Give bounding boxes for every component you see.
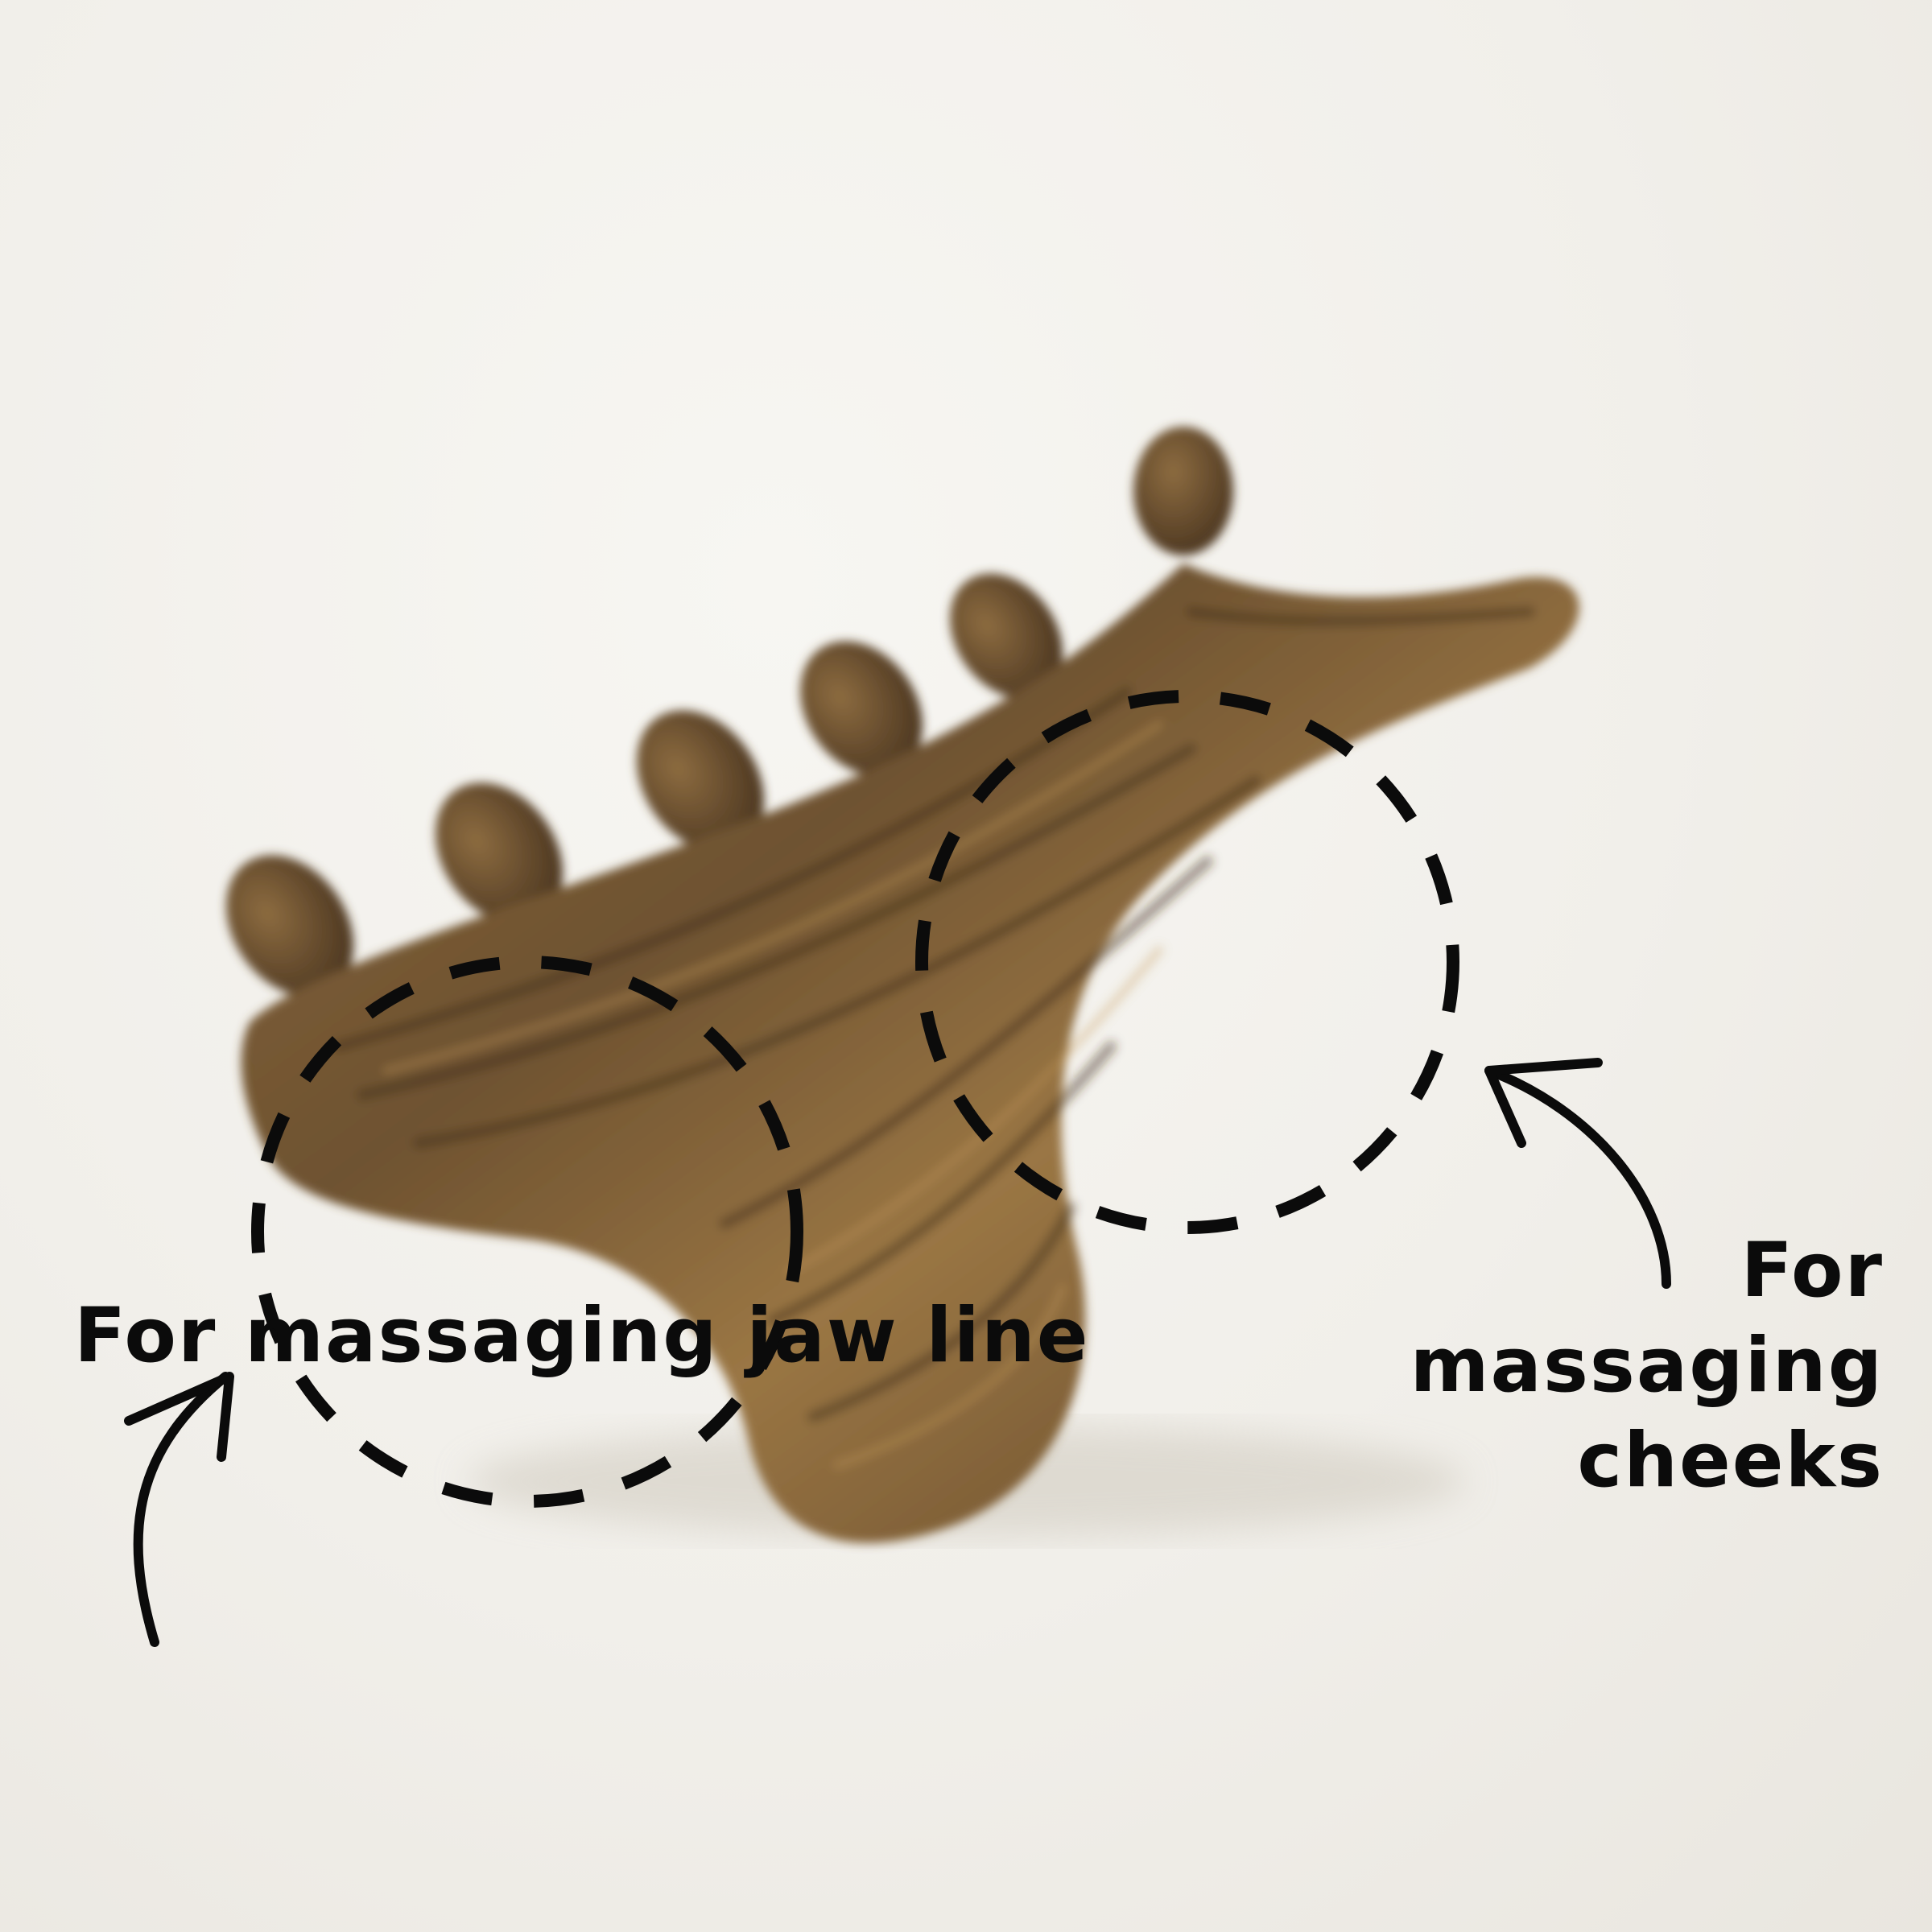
cheeks-arrow — [1484, 1058, 1671, 1289]
prong-top — [1133, 427, 1233, 555]
prong-3 — [636, 710, 765, 852]
cheeks-caption: For massaging cheeks — [1320, 1224, 1884, 1509]
jaw-line-arrow — [124, 1372, 234, 1647]
tool-body — [241, 564, 1579, 1543]
prong-5 — [949, 573, 1063, 699]
jaw-line-highlight-circle — [251, 956, 803, 1508]
cheeks-caption-line-3: cheeks — [1577, 1417, 1884, 1505]
jaw-line-caption: For massaging jaw line — [74, 1292, 1090, 1380]
prong-2 — [435, 782, 564, 924]
cheeks-highlight-circle — [915, 690, 1459, 1234]
cheeks-caption-line-1: For — [1740, 1227, 1884, 1315]
prong-4 — [800, 641, 923, 776]
prong-1 — [225, 855, 354, 997]
cheeks-caption-line-2: massaging — [1410, 1322, 1884, 1410]
